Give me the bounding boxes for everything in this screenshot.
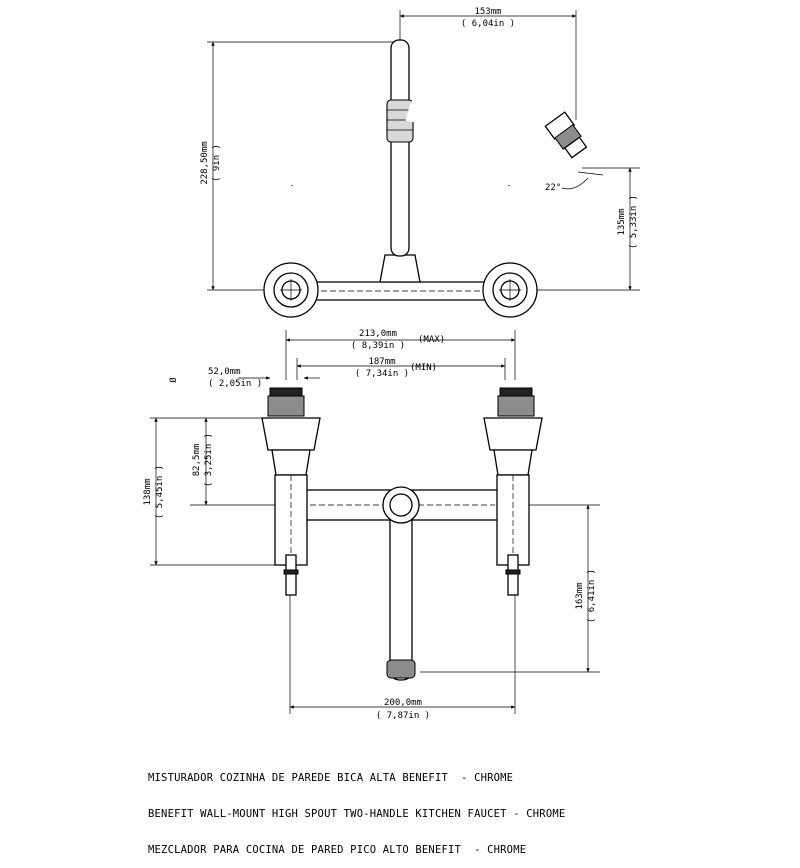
valve-cap (499, 387, 533, 397)
dim-diameter-mm: 52,0mm (208, 367, 241, 377)
diameter-symbol: Ø (168, 377, 179, 383)
dim-total-depth-mm: 138mm (143, 478, 153, 505)
dim-spout-angle: 22° (545, 183, 561, 193)
dim-diameter-in: ( 2,05in ) (208, 379, 262, 389)
dim-height-mm: 228,50mm (200, 141, 210, 184)
aerator (544, 111, 588, 159)
spout-base (379, 254, 421, 283)
valve-neck (493, 449, 533, 476)
dim-centers-min-in: ( 7,34in ) (355, 369, 409, 379)
dim-centers-min-tag: (MIN) (410, 363, 437, 373)
dim-centers-max-tag: (MAX) (418, 335, 445, 345)
left-valve (261, 387, 321, 596)
dim-body-depth-mm: 82,5mm (192, 444, 202, 477)
caption-line-pt: MISTURADOR COZINHA DE PAREDE BICA ALTA B… (148, 772, 514, 784)
dim-width-mm: 153mm (474, 7, 501, 17)
valve-cap (269, 387, 303, 397)
spout-top (389, 504, 413, 681)
top-view: 213,0mm ( 8,39in ) (MAX) 187mm ( 7,34in … (143, 329, 600, 721)
valve-knurl (267, 395, 305, 417)
dim-spout-height-mm: 135mm (617, 208, 627, 235)
product-caption: MISTURADOR COZINHA DE PAREDE BICA ALTA B… (148, 748, 788, 868)
dim-width-in: ( 6,04in ) (461, 19, 515, 29)
dim-centers-min-mm: 187mm (368, 357, 395, 367)
dim-height-in: ( 9in ) (212, 144, 222, 182)
right-handle-front (482, 185, 538, 318)
valve-inlet (285, 554, 297, 596)
dim-spout-reach-in: ( 6,41in ) (587, 569, 597, 623)
spout-aerator (386, 659, 416, 679)
valve-bonnet (483, 417, 543, 451)
dim-spout-reach-mm: 163mm (575, 582, 585, 609)
dim-base-width-in: ( 7,87in ) (376, 711, 430, 721)
dim-base-width-mm: 200,0mm (384, 698, 422, 708)
valve-knurl (497, 395, 535, 417)
caption-line-en: BENEFIT WALL-MOUNT HIGH SPOUT TWO-HANDLE… (148, 808, 566, 820)
left-handle-front (263, 185, 319, 318)
valve-neck (271, 449, 311, 476)
caption-line-es: MEZCLADOR PARA COCINA DE PARED PICO ALTO… (148, 844, 527, 856)
valve-bonnet (261, 417, 321, 451)
dim-centers-max-in: ( 8,39in ) (351, 341, 405, 351)
inlet-nut (283, 569, 299, 575)
inlet-nut (505, 569, 521, 575)
aerator-tip (563, 136, 588, 159)
dim-body-depth-in: ( 3,25in ) (204, 433, 214, 487)
spout-riser (390, 39, 410, 257)
angle-arc (561, 177, 589, 190)
dim-total-depth-in: ( 5,45in ) (155, 465, 165, 519)
spout-swivel-inner (389, 493, 413, 517)
right-valve (483, 387, 543, 596)
front-view: 153mm ( 6,04in ) 228,50mm ( 9in ) 135mm … (200, 7, 640, 318)
dim-spout-height-in: ( 5,33in ) (629, 195, 639, 249)
gooseneck-fill (405, 59, 567, 124)
valve-inlet (507, 554, 519, 596)
angle-reference-line (577, 171, 604, 176)
dim-centers-max-mm: 213,0mm (359, 329, 397, 339)
faucet-technical-drawing: 153mm ( 6,04in ) 228,50mm ( 9in ) 135mm … (143, 7, 640, 721)
